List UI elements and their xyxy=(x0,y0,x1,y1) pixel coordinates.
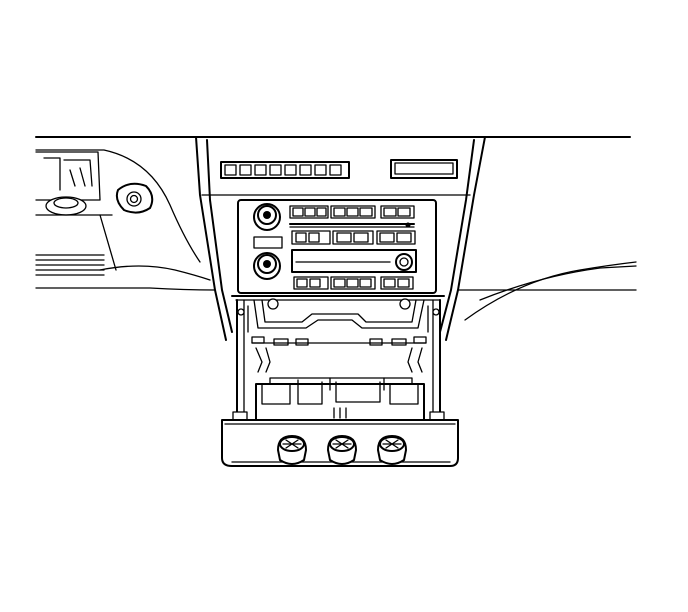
left-vent-area xyxy=(35,151,154,276)
hazard-button-row xyxy=(220,161,350,179)
preset-buttons-middle xyxy=(291,230,416,245)
tune-knob-icon xyxy=(253,252,281,280)
radio-head-unit xyxy=(237,199,437,294)
temperature-knob-icon xyxy=(277,435,307,465)
instrument-panel xyxy=(35,136,637,341)
preset-buttons-bottom xyxy=(293,276,414,290)
volume-knob-icon xyxy=(253,203,281,231)
fan-speed-knob-icon xyxy=(327,435,357,465)
seek-knob-icon xyxy=(395,253,413,271)
top-display-slot xyxy=(390,159,458,179)
mode-knob-icon xyxy=(377,435,407,465)
climate-control-module xyxy=(221,377,459,467)
mounting-bracket xyxy=(231,295,445,421)
preset-buttons-top xyxy=(289,205,415,219)
